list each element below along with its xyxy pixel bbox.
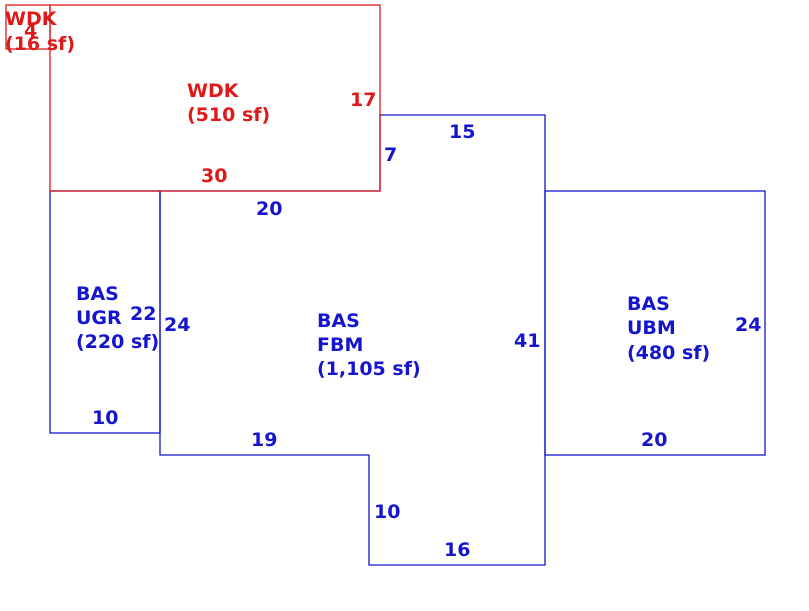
wdk-main-outline [49,4,381,192]
dim-fbm-top: 15 [449,121,475,143]
wdk-small-size: (16 sf) [5,33,75,55]
dim-ubm-right: 24 [735,314,761,336]
dim-fbm-right: 41 [514,330,540,352]
dim-fbm-step: 7 [384,144,397,166]
bas-fbm-code: BAS [317,310,360,332]
wdk-main-code: WDK [187,80,240,102]
bas-fbm-size: (1,105 sf) [317,358,421,380]
bas-ugr-sub: UGR [76,307,122,329]
bas-ugr-code: BAS [76,283,119,305]
bas-ugr-size: (220 sf) [76,331,159,353]
dim-ugr-height-inner: 24 [164,314,190,336]
dim-fbm-notch-side: 10 [374,501,400,523]
dim-ubm-bottom: 20 [641,429,667,451]
dim-fbm-upper-left: 20 [256,198,282,220]
bas-ubm-code: BAS [627,293,670,315]
dim-ugr-height-outer: 22 [130,303,156,325]
bas-fbm-sub: FBM [317,334,363,356]
bas-ubm-size: (480 sf) [627,342,710,364]
dim-wdk-small-side: 4 [24,20,37,42]
dim-fbm-bottom: 16 [444,539,470,561]
dim-fbm-bottom-left: 19 [251,429,277,451]
dim-wdk-main-top-right: 17 [350,89,376,111]
area-labels: WDK (16 sf) WDK (510 sf) BAS UGR (220 sf… [5,8,710,380]
bas-ubm-sub: UBM [627,317,676,339]
wdk-small-outline [5,4,51,50]
wdk-main-size: (510 sf) [187,104,270,126]
wdk-outlines [5,4,381,192]
wdk-small-code: WDK [5,8,58,30]
dim-ugr-bottom: 10 [92,407,118,429]
bas-ubm-outline [544,190,766,456]
dimension-labels: 4 17 30 7 15 20 22 24 41 24 10 19 20 10 … [24,20,761,561]
dim-wdk-main-bottom: 30 [201,165,227,187]
